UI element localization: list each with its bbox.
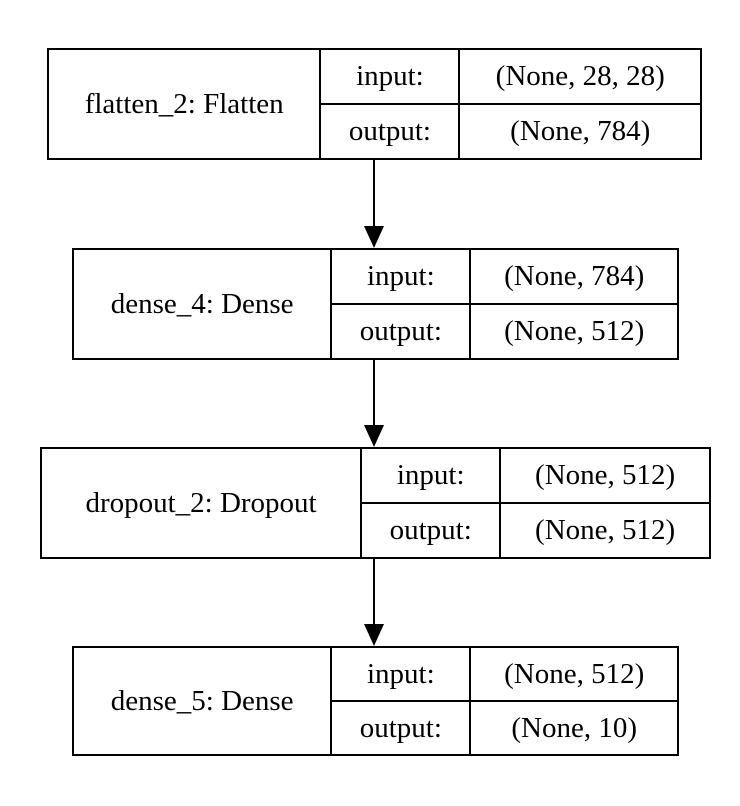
io-values: (None, 784) (None, 512) — [471, 250, 677, 358]
io-labels: input: output: — [332, 250, 472, 358]
input-label: input: — [332, 250, 470, 305]
output-label: output: — [348, 115, 431, 147]
input-shape: (None, 784) — [471, 250, 677, 305]
output-shape: (None, 512) — [504, 315, 645, 347]
input-shape: (None, 512) — [471, 648, 677, 702]
edge-dense4-to-dropout — [364, 360, 384, 447]
input-label: input: — [332, 648, 470, 702]
io-values: (None, 512) (None, 512) — [501, 449, 709, 557]
layer-name: dense_5: Dense — [74, 648, 333, 754]
input-label: input: — [321, 50, 459, 105]
input-shape: (None, 28, 28) — [460, 50, 700, 105]
input-shape: (None, 512) — [501, 449, 709, 504]
output-shape: (None, 10) — [511, 711, 637, 744]
layer-name: flatten_2: Flatten — [49, 50, 322, 158]
output-shape: (None, 512) — [535, 514, 676, 546]
layer-node-dense-4: dense_4: Dense input: output: (None, 784… — [72, 248, 679, 360]
layer-node-dropout: dropout_2: Dropout input: output: (None,… — [40, 447, 711, 559]
io-values: (None, 512) (None, 10) — [471, 648, 677, 754]
io-values: (None, 28, 28) (None, 784) — [460, 50, 700, 158]
layer-node-flatten: flatten_2: Flatten input: output: (None,… — [47, 48, 702, 160]
layer-name: dropout_2: Dropout — [42, 449, 363, 557]
io-labels: input: output: — [362, 449, 502, 557]
output-shape: (None, 784) — [510, 115, 651, 147]
output-label: output: — [359, 315, 442, 347]
edge-dropout-to-dense5 — [364, 559, 384, 646]
edge-flatten-to-dense4 — [364, 160, 384, 248]
io-labels: input: output: — [321, 50, 461, 158]
output-label: output: — [389, 514, 472, 546]
output-label: output: — [359, 711, 442, 744]
layer-node-dense-5: dense_5: Dense input: output: (None, 512… — [72, 646, 679, 756]
input-label: input: — [362, 449, 500, 504]
io-labels: input: output: — [332, 648, 472, 754]
layer-name: dense_4: Dense — [74, 250, 333, 358]
